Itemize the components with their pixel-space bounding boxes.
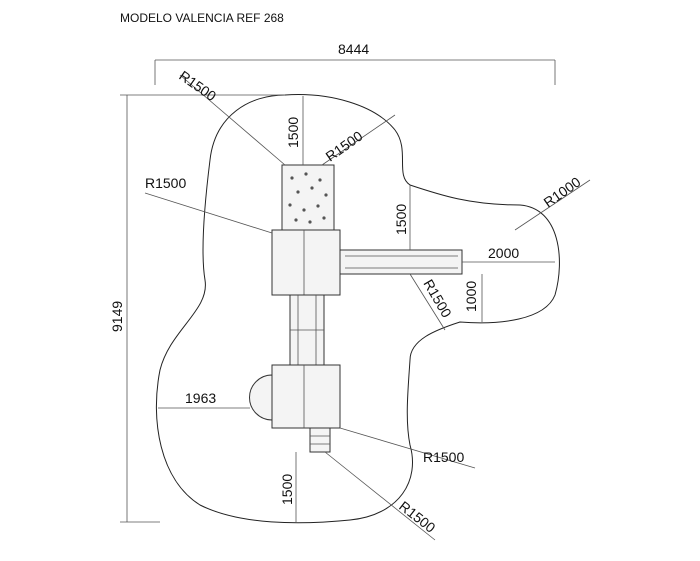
climbing-holds [288,172,328,224]
dim-offset-right-lower: 1000 [463,281,479,312]
leader-radius-bottom-right [339,427,476,469]
dim-offset-bottom: 1500 [279,474,295,505]
lower-tower [271,364,341,429]
dim-radius-top-left: R1500 [176,67,219,104]
dim-overall-height: 9149 [109,301,125,332]
safety-zone-outline [155,94,560,524]
leader-radius-right-mid [409,273,446,331]
leader-radius-bottom [324,451,436,541]
dim-radius-left-mid: R1500 [145,175,186,191]
upper-tower [271,229,341,296]
dim-radius-bottom-right: R1500 [423,449,464,465]
leader-radius-top-center [321,114,396,166]
dim-offset-right: 2000 [488,245,519,261]
dim-radius-top-center: R1500 [323,128,366,165]
dim-offset-right-upper: 1500 [393,204,409,235]
slide [339,249,463,275]
ladder [309,427,331,453]
dim-offset-top: 1500 [285,117,301,148]
climbing-wall [281,164,335,231]
dim-radius-bottom: R1500 [396,498,439,536]
leader-radius-top-left [179,74,286,166]
drawing-title: MODELO VALENCIA REF 268 [120,11,284,25]
dim-radius-right: R1000 [541,174,584,211]
leader-radius-right [514,179,591,231]
leader-radius-left-mid [144,192,273,234]
dim-offset-left: 1963 [185,390,216,406]
dim-overall-width: 8444 [338,41,369,57]
side-panel [249,374,273,421]
